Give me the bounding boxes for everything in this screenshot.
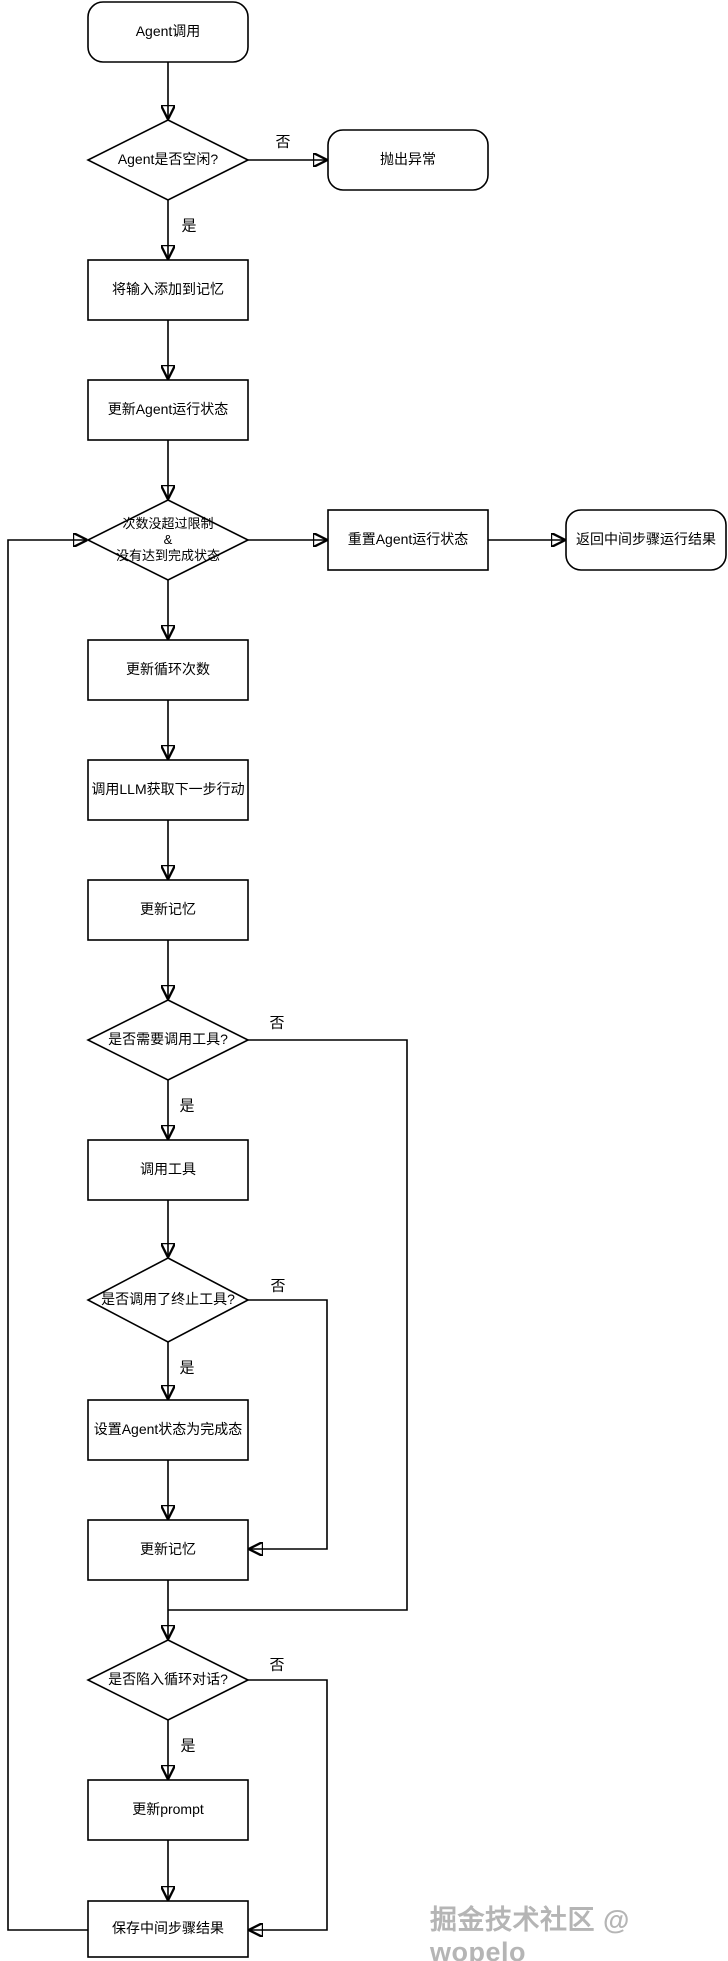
- edge-need-tool-no-bypass: [168, 1039, 408, 1611]
- decision-loop-condition-shape: [86, 499, 250, 581]
- save-steps-node-shape: [87, 1900, 249, 1958]
- call-llm-node-shape: [87, 759, 249, 821]
- edge-loop-dialog-no-to-save-steps: [248, 1679, 328, 1930]
- update-prompt-node-shape: [87, 1779, 249, 1841]
- update-memory-2-node-shape: [87, 1519, 249, 1581]
- throw-exception-node-shape: [327, 129, 489, 191]
- reset-agent-state-node-shape: [327, 509, 489, 571]
- update-loop-count-node-shape: [87, 639, 249, 701]
- call-tool-node-shape: [87, 1139, 249, 1201]
- edge-save-steps-feedback-to-loop-condition: [7, 540, 88, 1931]
- update-memory-1-node-shape: [87, 879, 249, 941]
- set-agent-done-node-shape: [87, 1399, 249, 1461]
- add-input-memory-node-shape: [87, 259, 249, 321]
- decision-loop-dialog-shape: [86, 1639, 250, 1721]
- update-agent-state-node-shape: [87, 379, 249, 441]
- decision-need-tool-shape: [86, 999, 250, 1081]
- decision-terminate-tool-shape: [86, 1257, 250, 1343]
- decision-agent-idle-shape: [86, 119, 250, 201]
- return-steps-node-shape: [565, 509, 727, 571]
- edge-terminate-no-to-update-memory-2: [248, 1299, 328, 1549]
- start-node-shape: [87, 1, 249, 63]
